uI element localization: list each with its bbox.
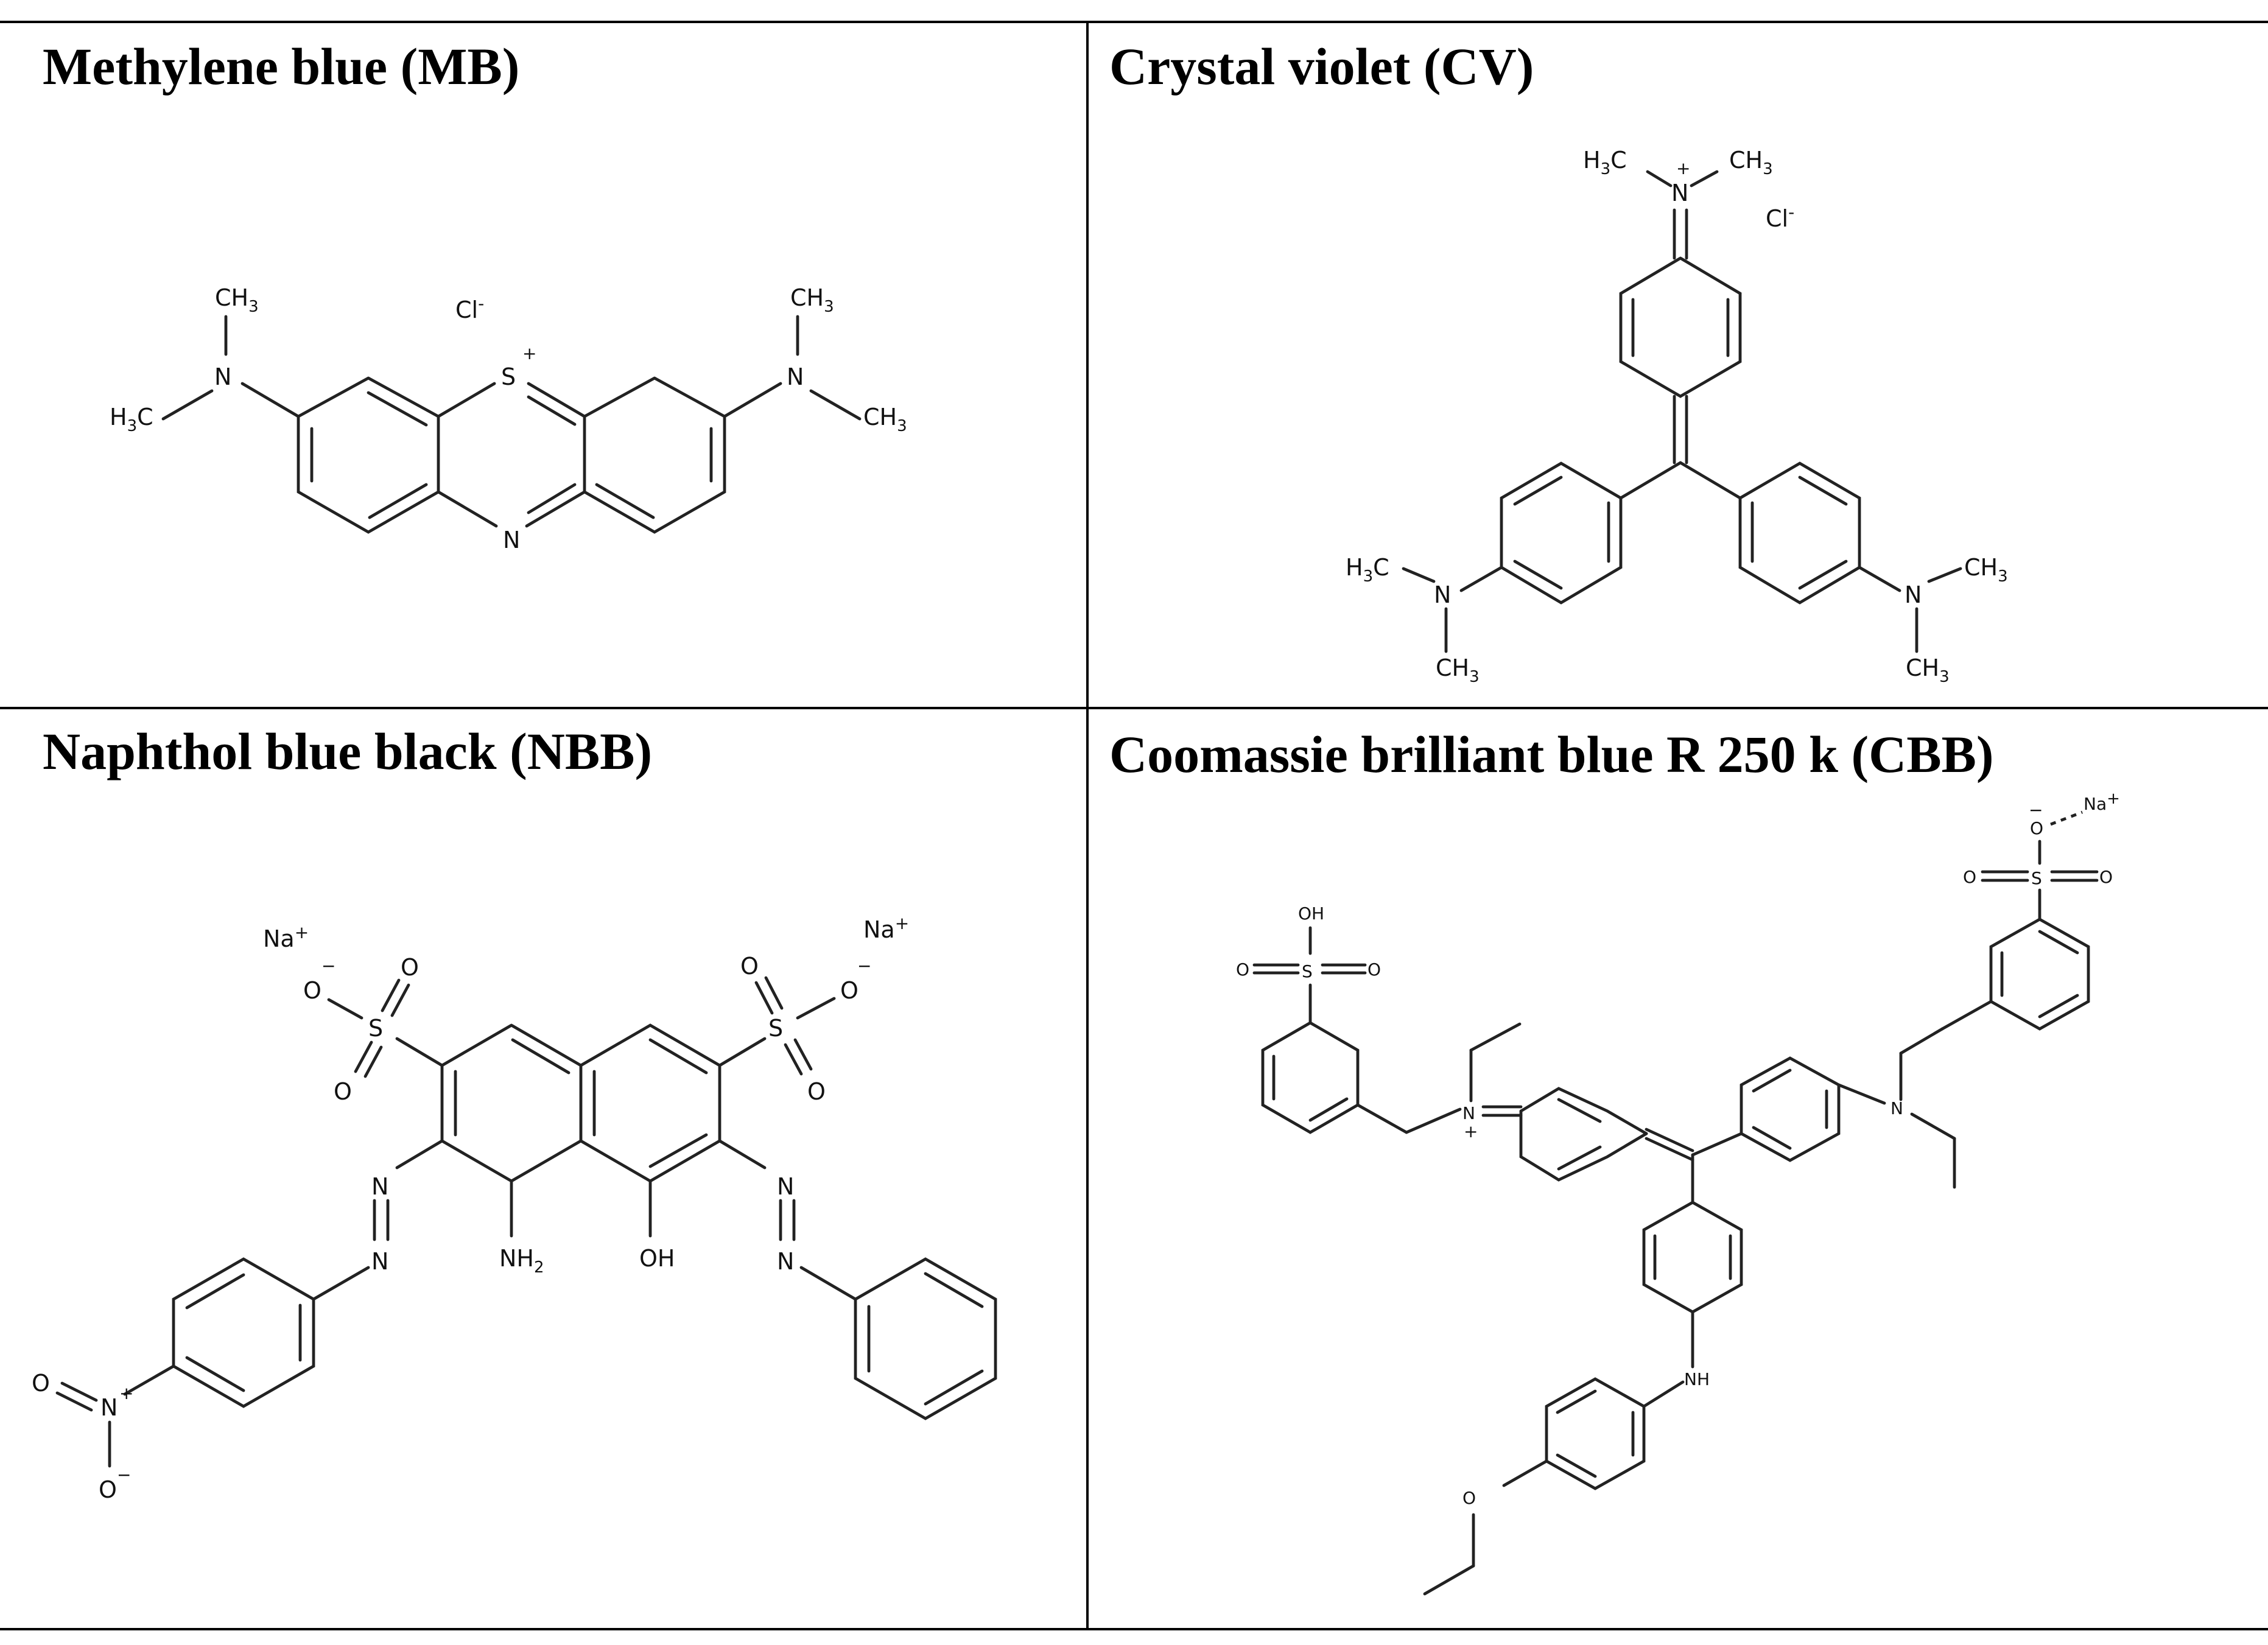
- methyl-label: CH3: [1906, 654, 1950, 686]
- atom-n-ring: N: [503, 527, 520, 553]
- atom-o: O: [807, 1078, 826, 1105]
- structure-crystal-violet: N + H3C CH3 Cl- N H3C CH3 N CH3 CH3: [1346, 147, 2008, 686]
- methyl-label: CH3: [1964, 554, 2008, 586]
- atom-o-minus: O: [2030, 818, 2043, 838]
- atom-n-plus: N: [1462, 1103, 1475, 1123]
- methyl-label: H3C: [110, 404, 153, 435]
- atom-n: N: [371, 1248, 388, 1275]
- atom-s: S: [2031, 868, 2042, 888]
- atom-n-left: N: [214, 363, 231, 390]
- title-methylene-blue: Methylene blue (MB): [43, 37, 519, 96]
- atom-o-minus: O: [303, 977, 321, 1004]
- atom-o: O: [2099, 867, 2113, 887]
- atom-n: N: [1891, 1098, 1903, 1118]
- counterion-cl: Cl-: [1766, 202, 1794, 232]
- atom-n: N: [1434, 581, 1451, 608]
- atom-n-right: N: [787, 363, 804, 390]
- atom-n: N: [777, 1248, 794, 1275]
- atom-o: O: [740, 953, 759, 980]
- atom-n: N: [371, 1173, 388, 1200]
- title-crystal-violet: Crystal violet (CV): [1109, 37, 1534, 96]
- atom-s: S: [501, 363, 516, 390]
- atom-n-nitro: N: [100, 1394, 118, 1421]
- amino-group: NH2: [499, 1245, 544, 1277]
- amine-nh: NH: [1684, 1369, 1710, 1389]
- structure-naphthol-blue-black: S O O − O Na+ S O O − O Na+ NH2 OH N N: [32, 913, 997, 1503]
- methyl-label: H3C: [1583, 147, 1627, 178]
- atom-o-minus: O: [840, 977, 858, 1004]
- title-coomassie-blue: Coomassie brilliant blue R 250 k (CBB): [1109, 725, 1994, 784]
- charge-minus: −: [117, 1465, 131, 1485]
- charge-minus: −: [2029, 800, 2043, 820]
- hydroxyl-group: OH: [639, 1245, 675, 1272]
- methyl-label: CH3: [863, 404, 907, 435]
- methyl-label: H3C: [1346, 554, 1389, 586]
- atom-s: S: [1302, 961, 1313, 981]
- table-grid: [0, 21, 2268, 1630]
- methyl-label: CH3: [1729, 147, 1773, 178]
- charge-minus: −: [857, 956, 871, 976]
- structure-methylene-blue: S + N Cl- N CH3 H3C N CH3 CH3: [110, 284, 907, 553]
- charge-plus: +: [119, 1383, 133, 1403]
- atom-o-minus: O: [99, 1476, 117, 1503]
- charge-plus: +: [1464, 1121, 1478, 1142]
- charge-minus: −: [321, 956, 335, 976]
- atom-o: O: [334, 1078, 352, 1105]
- atom-n: N: [777, 1173, 794, 1200]
- counterion-cl: Cl-: [455, 293, 484, 323]
- atom-s: S: [368, 1015, 383, 1042]
- methyl-label: CH3: [1436, 654, 1480, 686]
- title-naphthol-blue-black: Naphthol blue black (NBB): [43, 722, 652, 780]
- atom-n: N: [1905, 581, 1922, 608]
- atom-o: O: [1236, 959, 1249, 980]
- atom-n-plus: N: [1671, 180, 1688, 206]
- atom-o: O: [401, 954, 419, 981]
- atom-o: O: [1963, 867, 1976, 887]
- counterion-na: Na+: [2084, 790, 2120, 814]
- hydroxyl-group: OH: [1298, 903, 1324, 924]
- counterion-na: Na+: [263, 922, 309, 952]
- charge-plus: +: [1676, 158, 1690, 178]
- atom-o: O: [32, 1370, 50, 1397]
- methyl-label: CH3: [790, 284, 834, 316]
- methyl-label: CH3: [215, 284, 259, 316]
- atom-o: O: [1367, 959, 1381, 980]
- counterion-na: Na+: [863, 913, 909, 943]
- charge-plus: +: [522, 343, 536, 363]
- atom-s: S: [768, 1015, 783, 1042]
- atom-o: O: [1462, 1488, 1476, 1508]
- structure-coomassie: S OH O O N + N: [1236, 790, 2120, 1596]
